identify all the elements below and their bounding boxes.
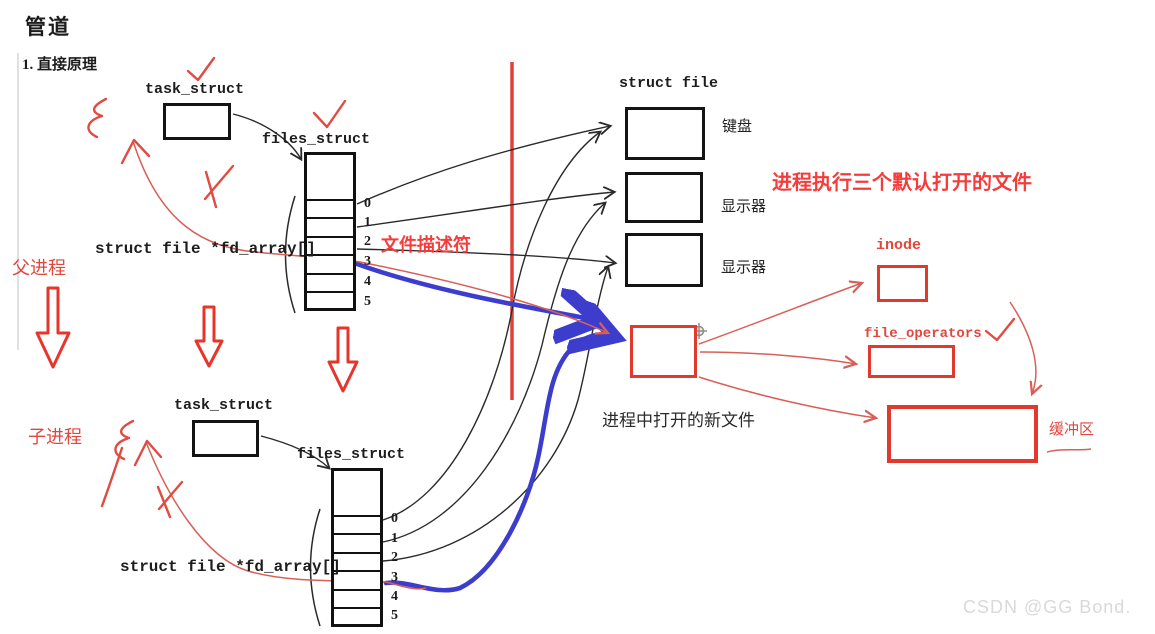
- buffer-box: [887, 405, 1038, 463]
- inode-box: [877, 265, 928, 302]
- struct-file-label: struct file: [619, 75, 719, 92]
- device-label-keyboard: 键盘: [722, 118, 753, 135]
- page-title: 管道: [25, 16, 71, 39]
- buffer-label: 缓冲区: [1049, 421, 1095, 438]
- fd-slot-label: 5: [364, 294, 371, 309]
- fd-slot-label: 1: [364, 215, 371, 230]
- fd-slot-label: 0: [364, 196, 371, 211]
- fd-note-label: 文件描述符: [381, 235, 471, 255]
- default-files-note: 进程执行三个默认打开的文件: [772, 172, 1032, 194]
- fd-slot-label: 3: [391, 570, 398, 585]
- red-scribble-marks: [87, 56, 1016, 519]
- fd-array-stack-bottom: [331, 468, 383, 627]
- task-struct-label-bottom: task_struct: [174, 397, 274, 414]
- device-label-monitor-1: 显示器: [721, 198, 767, 215]
- watermark: CSDN @GG Bond.: [963, 597, 1132, 617]
- fd-slot-label: 5: [391, 608, 398, 623]
- child-process-label: 子进程: [28, 427, 82, 447]
- check-icon: [312, 99, 347, 129]
- file-operators-label: file_operators: [864, 326, 982, 342]
- fd-slot-label: 2: [391, 550, 398, 565]
- fd-array-stack-top: [304, 152, 356, 311]
- section-item: 1. 直接原理: [22, 57, 98, 73]
- fd-slot-label: 4: [364, 274, 371, 289]
- file-operators-box: [868, 345, 955, 378]
- fd-slot-label: 4: [391, 589, 398, 604]
- device-label-monitor-2: 显示器: [721, 259, 767, 276]
- files-struct-label-top: files_struct: [262, 131, 371, 148]
- task-struct-box-bottom: [192, 420, 259, 457]
- fd-slot-label: 2: [364, 234, 371, 249]
- struct-file-box-keyboard: [625, 107, 705, 160]
- parent-process-label: 父进程: [12, 258, 66, 278]
- check-icon: [186, 56, 216, 82]
- task-struct-label-top: task_struct: [145, 81, 245, 98]
- check-icon: [984, 317, 1016, 342]
- blue-fd3-arrows: [354, 261, 612, 593]
- fd-slot-label: 0: [391, 511, 398, 526]
- task-struct-box-top: [163, 103, 231, 140]
- fd-slot-label: 3: [364, 254, 371, 269]
- fd-slot-label: 1: [391, 531, 398, 546]
- new-file-note: 进程中打开的新文件: [602, 411, 755, 430]
- struct-file-box-monitor-1: [625, 172, 703, 223]
- struct-file-box-monitor-2: [625, 233, 703, 287]
- red-block-arrows: [35, 286, 359, 393]
- inode-label: inode: [876, 237, 922, 254]
- fd-array-label-top: struct file *fd_array[]: [95, 240, 316, 258]
- files-struct-label-bottom: files_struct: [297, 446, 406, 463]
- fd-array-label-bottom: struct file *fd_array[]: [120, 558, 341, 576]
- new-file-box: [630, 325, 697, 378]
